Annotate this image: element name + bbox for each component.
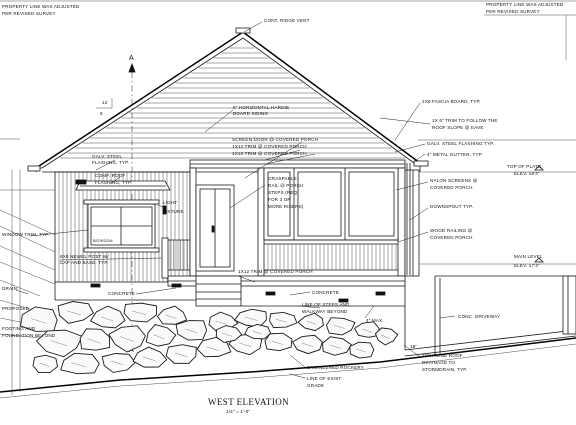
note-window-trim: WINDOW TRIM, TYP.	[2, 232, 49, 237]
roof: 12 8	[27, 27, 429, 173]
left-wall: BEDROOM	[54, 171, 191, 283]
gable-siding	[60, 47, 406, 159]
grade-line	[0, 170, 576, 399]
covered-porch	[54, 159, 406, 350]
note-roof-trim: 1X 6" TRIM TO FOLLOW THE	[432, 118, 498, 123]
note-graspable: GRASPABLE	[268, 176, 297, 181]
note-eighteen: 18"	[410, 344, 417, 349]
note-tightline-3: STORMDRAIN, TYP.	[422, 367, 467, 372]
window-tag: BEDROOM	[93, 239, 113, 243]
property-line-note-left-2: PER REVISED SURVEY	[2, 11, 56, 16]
note-wood-railing: WOOD RAILING @	[430, 228, 473, 233]
note-gutter: 4" METAL GUTTER, TYP.	[427, 152, 483, 157]
note-grade-2: GRADE	[307, 383, 324, 388]
note-fascia: 2X6 FASCIA BOARD, TYP.	[422, 99, 481, 104]
property-line-note-right: PROPERTY LINE WAS ADJUSTED	[486, 2, 564, 7]
note-main-level-elev: ELEV. 17'4"	[514, 263, 540, 268]
engineered-rockery	[19, 301, 399, 375]
note-concrete-right: CONCRETE	[312, 290, 339, 295]
note-comp-roof: COMP. ROOF	[95, 173, 126, 178]
section-marker-label-top: A	[129, 55, 134, 62]
light-fixture-icon	[162, 205, 167, 215]
note-main-level: MAIN LEVEL	[514, 254, 543, 259]
note-comp-roof-2: FLASHING, TYP.	[95, 180, 132, 185]
property-line-note-left: PROPERTY LINE WAS ADJUSTED	[2, 4, 80, 9]
note-grade: LINE OF EXIST.	[307, 376, 342, 381]
note-tightline: TIGHTLINE ROOF	[422, 353, 463, 358]
note-downspout: DOWNSPOUT TYP.	[430, 204, 473, 209]
note-proposed: PROPOSED	[2, 306, 30, 311]
note-wood-railing-2: COVERED PORCH	[430, 235, 473, 240]
section-marker-label-bottom: A	[129, 347, 134, 354]
note-nylon-screens: NYLON SCREENS @	[430, 178, 478, 183]
note-nylon-screens-2: COVERED PORCH	[430, 185, 473, 190]
note-newel-post-2: CAP AND BASE, TYP.	[60, 260, 108, 265]
note-tightline-2: DRAINAGE TO	[422, 360, 455, 365]
property-line-note-right-2: PER REVISED SURVEY	[486, 9, 540, 14]
note-siding: 6" HORIZONTAL HARDIE	[233, 105, 289, 110]
note-steps-2: WALKWAY BEYOND	[302, 309, 348, 314]
note-footing-2: FOUNDATION BEYOND	[2, 333, 56, 338]
note-ridge-vent: CONT. RIDGE VENT	[264, 18, 310, 23]
note-trim-porch-2: 1X10 TRIM @ COVERED PORCH	[232, 151, 307, 156]
note-trim-bottom: 1X12 TRIM @ COVERED PORCH	[238, 269, 313, 274]
note-roof-trim-2: ROOF SLOPE @ EAVE	[432, 125, 484, 130]
note-top-of-plate: TOP OF PLATE	[507, 164, 541, 169]
annotations: CONT. RIDGE VENT 6" HORIZONTAL HARDIE BO…	[2, 18, 543, 388]
note-graspable-4: FOR 3 OR	[268, 197, 291, 202]
note-galv-left-2: FLASHING, TYP.	[92, 160, 129, 165]
roof-pitch-rise: 12	[102, 100, 108, 105]
note-steps: LINE OF STEPS AND	[302, 302, 350, 307]
drawing-scale: 1/4" = 1'-0"	[226, 409, 250, 414]
note-driveway: CONC. DRIVEWAY	[458, 314, 500, 319]
screen-panels	[263, 167, 399, 241]
right-side	[404, 139, 576, 357]
note-light: LIGHT	[163, 200, 177, 205]
note-graspable-3: STEPS (REQ.	[268, 190, 299, 195]
drawing-title-block: WEST ELEVATION 1/4" = 1'-0"	[208, 397, 289, 414]
leader-lines	[15, 21, 456, 379]
drawing-title: WEST ELEVATION	[208, 397, 289, 407]
note-footing: FOOTING AND	[2, 326, 36, 331]
note-siding-2: BOARD SIDING	[233, 111, 269, 116]
note-rockery: ENGINEERED ROCKERY	[307, 365, 364, 370]
note-graspable-5: MORE RISERS)	[268, 204, 304, 209]
note-drain: DRAIN	[2, 286, 17, 291]
note-screen-door: SCREEN DOOR @ COVERED PORCH	[232, 137, 318, 142]
roof-pitch-run: 8	[100, 111, 103, 116]
note-concrete-left: CONCRETE	[108, 291, 135, 296]
porch-steps	[195, 275, 242, 307]
note-trim-porch-1: 1X12 TRIM @ COVERED PORCH	[232, 144, 307, 149]
note-four-max: 4" MAX.	[366, 318, 384, 323]
note-top-of-plate-elev: ELEV. 18'4"	[514, 171, 540, 176]
top-margin-notes: PROPERTY LINE WAS ADJUSTED PER REVISED S…	[0, 0, 576, 60]
note-galv-left: GALV. STEEL	[92, 154, 123, 159]
note-newel-post: 6X6 NEWEL POST W/	[60, 254, 109, 259]
note-graspable-2: RAIL @ PORCH	[268, 183, 304, 188]
note-galv-flashing: GALV. STEEL FLASHING TYP.	[427, 141, 494, 146]
note-light-2: FIXTURE	[163, 209, 184, 214]
